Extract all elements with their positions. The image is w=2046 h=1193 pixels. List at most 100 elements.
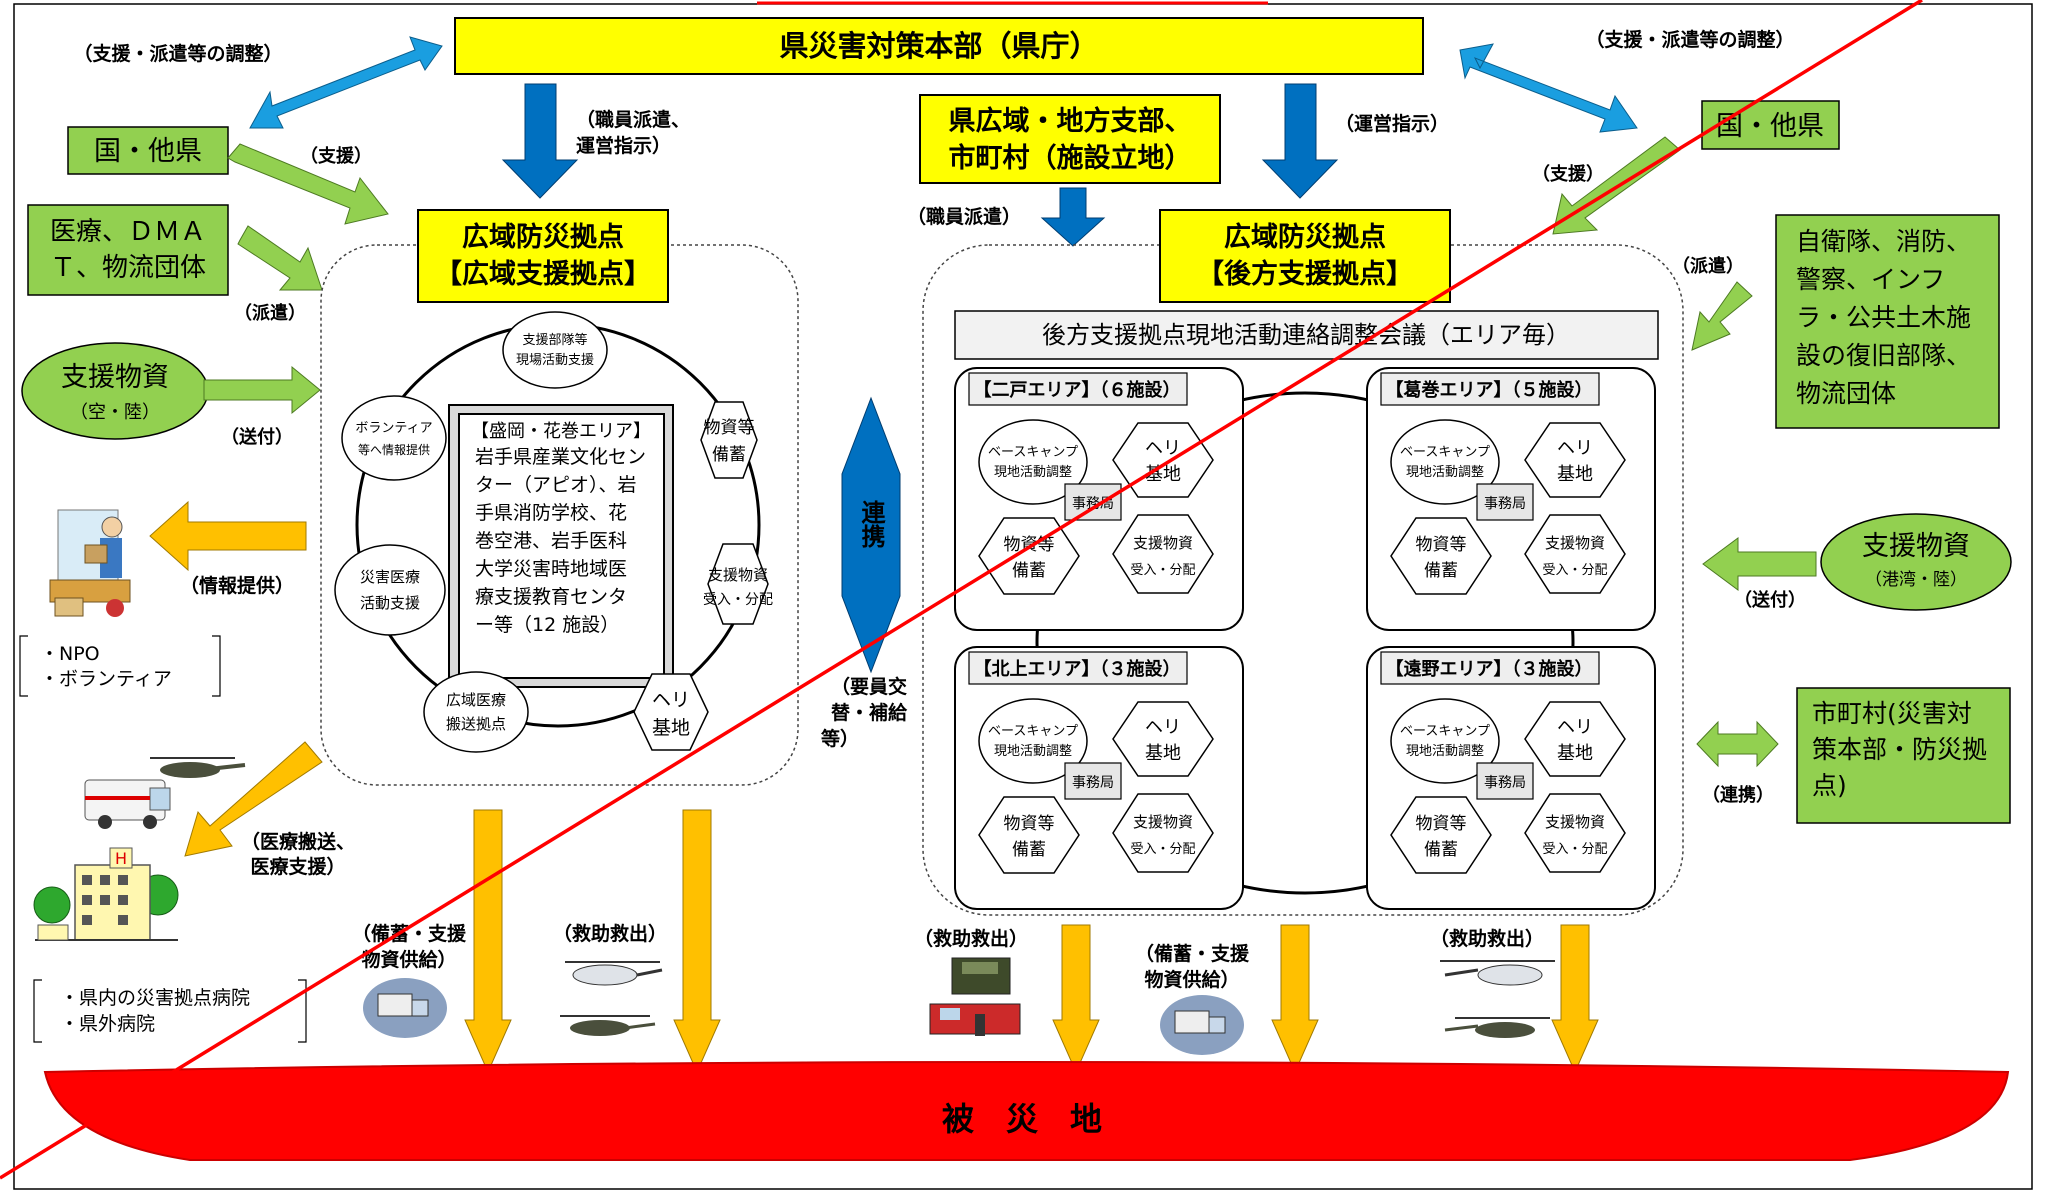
area-heli-2 — [1112, 701, 1214, 777]
area-storage-2 — [978, 796, 1080, 874]
area-receive-0 — [1112, 514, 1214, 594]
left-coordination-label: （支援・派遣等の調整） — [73, 42, 282, 65]
area-basecamp-line2-0: 現地活動調整 — [994, 465, 1072, 480]
hq-label: 県災害対策本部（県庁） — [779, 29, 1098, 63]
node-heli-line-2: 基地 — [652, 717, 690, 739]
right-sdf-line-2: 警察、インフ — [1796, 265, 1945, 294]
medical-transport-line-2: 医療支援） — [250, 855, 345, 878]
area-office-box-1 — [1476, 483, 1534, 521]
left-support-arrow — [227, 143, 389, 225]
node-volunteer-info-line-1: ボランティア — [355, 421, 432, 436]
right-sdf-line-3: ラ・公共土木施 — [1796, 303, 1971, 332]
left-kuni-label: 国・他県 — [94, 136, 202, 167]
wide-center-line-4: 巻空港、岩手医科 — [475, 530, 627, 552]
left-hq-down-arrow — [501, 83, 579, 199]
area-receive-line1-2: 支援物資 — [1133, 813, 1193, 831]
rear-rescue-label-2: （救助救出） — [1430, 927, 1544, 950]
area-storage-line2-3: 備蓄 — [1424, 840, 1458, 860]
node-volunteer-info — [341, 395, 447, 481]
area-receive-line1-0: 支援物資 — [1133, 534, 1193, 552]
area-title-2: 【北上エリア】（３施設） — [974, 658, 1181, 680]
truck-illustration-right — [1160, 995, 1244, 1055]
area-title-3: 【遠野エリア】（３施設） — [1386, 658, 1593, 680]
wide-base-title-line-2: 【広域支援拠点】 — [435, 258, 651, 290]
area-storage-1 — [1390, 517, 1492, 595]
wide-base-title-box — [417, 209, 669, 303]
right-hq-down-arrow — [1261, 83, 1339, 199]
area-basecamp-2 — [978, 698, 1088, 784]
bottom-down-arrow-0 — [464, 809, 512, 1074]
info-provide-label: （情報提供） — [180, 574, 294, 597]
right-link-label: （連携） — [1702, 784, 1774, 806]
hospital-bracket — [33, 979, 307, 1043]
wide-center-line-3: 手県消防学校、花 — [475, 502, 627, 524]
area-title-box-2 — [968, 651, 1188, 685]
area-basecamp-line1-2: ベースキャンプ — [988, 724, 1078, 739]
node-unit-support — [502, 311, 608, 389]
right-supplies-label: 支援物資 — [1862, 531, 1970, 562]
bottom-down-arrow-3 — [1271, 924, 1319, 1074]
area-title-box-1 — [1380, 372, 1600, 406]
area-receive-line2-0: 受入・分配 — [1130, 563, 1195, 578]
npo-line-2: ・ボランティア — [40, 668, 172, 690]
left-dispatch-arrow — [237, 225, 323, 291]
node-disaster-medical-line-1: 災害医療 — [360, 568, 420, 586]
bottom-down-arrow-1 — [673, 809, 721, 1074]
node-medical-transport-line-1: 広域医療 — [446, 691, 506, 709]
staff-dispatch-ops-line-2: 運営指示） — [576, 134, 671, 157]
node-heli-line-1: ヘリ — [652, 689, 690, 711]
area-basecamp-line1-1: ベースキャンプ — [1400, 445, 1490, 460]
svg-text:H: H — [115, 849, 127, 868]
left-coordination-arrow — [249, 36, 443, 129]
volunteer-illustration — [49, 509, 131, 617]
ops-instruction-label: （運営指示） — [1335, 112, 1449, 135]
npo-bracket — [19, 635, 221, 697]
area-heli-line1-2: ヘリ — [1145, 717, 1181, 738]
area-basecamp-line2-1: 現地活動調整 — [1406, 465, 1484, 480]
truck-illustration-left — [363, 978, 447, 1038]
hq-box — [454, 17, 1424, 75]
medical-transport-line-1: （医療搬送、 — [241, 830, 355, 853]
wide-base-title-line-1: 広域防災拠点 — [462, 221, 624, 253]
node-volunteer-info-line-2: 等へ情報提供 — [358, 442, 430, 457]
left-dispatch-label: （派遣） — [234, 302, 306, 324]
disaster-area-shape — [43, 1061, 2010, 1161]
area-storage-line2-0: 備蓄 — [1012, 561, 1046, 581]
prefecture-local-box — [919, 94, 1221, 184]
node-supplies-receive-line-1: 支援物資 — [708, 566, 768, 584]
info-provide-arrow — [149, 500, 307, 572]
area-heli-line1-3: ヘリ — [1557, 717, 1593, 738]
left-support-label: （支援） — [300, 145, 372, 167]
area-storage-line1-3: 物資等 — [1416, 814, 1467, 834]
left-supplies-label: 支援物資 — [61, 362, 169, 393]
rear-council-box — [954, 310, 1659, 360]
right-coordination-label: （支援・派遣等の調整） — [1585, 28, 1794, 51]
left-rescue-label: （救助救出） — [553, 922, 667, 945]
personnel-line-2: 替・補給 — [831, 701, 908, 724]
area-storage-line1-1: 物資等 — [1416, 535, 1467, 555]
bottom-down-arrow-2 — [1052, 924, 1100, 1074]
wide-center-line-2: ター（アピオ）、岩 — [475, 474, 637, 496]
personnel-line-1: （要員交 — [831, 675, 907, 698]
renkei-center — [853, 485, 889, 585]
area-receive-2 — [1112, 793, 1214, 873]
right-city-line-3: 点) — [1812, 771, 1847, 800]
helicopter-illustration-right — [1440, 960, 1555, 1038]
left-send-label: （送付） — [221, 426, 293, 448]
node-medical-transport-line-2: 搬送拠点 — [446, 715, 506, 733]
npo-line-1: ・NPO — [40, 643, 100, 665]
personnel-line-3: 等） — [820, 727, 859, 750]
area-basecamp-line1-0: ベースキャンプ — [988, 445, 1078, 460]
area-heli-line1-0: ヘリ — [1145, 438, 1181, 459]
area-storage-line2-1: 備蓄 — [1424, 561, 1458, 581]
node-unit-support-line-1: 支援部隊等 — [522, 332, 587, 348]
staff-dispatch-ops-line-1: （職員派遣、 — [576, 108, 690, 131]
right-dispatch-arrow — [1691, 281, 1753, 351]
node-supplies-storage-line-1: 物資等 — [704, 418, 755, 438]
right-supplies-sub: （港湾・陸） — [1865, 570, 1967, 590]
left-kuni-box — [67, 126, 229, 175]
right-sdf-line-5: 物流団体 — [1796, 379, 1896, 408]
node-medical-transport — [423, 671, 529, 753]
right-sdf-line-4: 設の復旧部隊、 — [1796, 341, 1971, 370]
